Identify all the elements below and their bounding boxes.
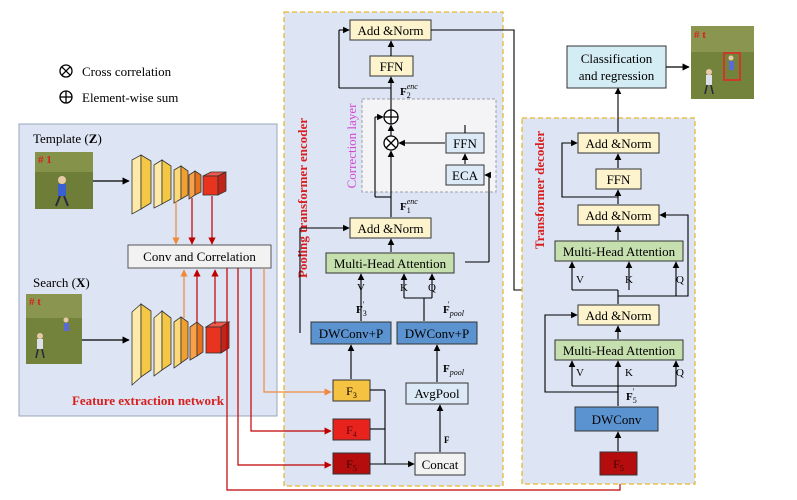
search-backbone: [131, 303, 231, 386]
template-frame-tag: # 1: [38, 154, 52, 166]
svg-text:Add &Norm: Add &Norm: [585, 308, 651, 323]
template-backbone: [131, 154, 227, 215]
f2-enc-label: F2enc: [400, 82, 418, 100]
classification-box: [566, 45, 667, 89]
encoder-dwconv-left: [310, 321, 392, 345]
f-concat-label: F: [444, 435, 450, 445]
svg-text:F5: F5: [346, 457, 357, 473]
correction-eca: [445, 164, 485, 186]
decoder-top-v: V: [576, 274, 584, 286]
feature-extraction-panel: Template (Z) # 1 C: [18, 123, 278, 417]
svg-text:Add &Norm: Add &Norm: [357, 221, 423, 236]
output-section: Classification and regression # t: [566, 26, 754, 99]
encoder-avgpool: [405, 382, 469, 405]
encoder-panel: Pooling transformer encoder Correction l…: [283, 11, 504, 487]
output-image: # t: [691, 26, 754, 99]
encoder-concat: [414, 452, 466, 476]
svg-text:Add &Norm: Add &Norm: [357, 23, 423, 38]
svg-text:DWConv+P: DWConv+P: [319, 326, 383, 341]
f3-prime-label: F3': [356, 300, 367, 318]
svg-text:FFN: FFN: [607, 172, 631, 187]
correction-layer-title: Correction layer: [344, 103, 359, 188]
decoder-dwconv: [574, 406, 659, 432]
decoder-add-norm-3: [577, 304, 660, 326]
decoder-ffn: [595, 168, 642, 190]
decoder-top-q: Q: [676, 274, 684, 286]
svg-text:Multi-Head Attention: Multi-Head Attention: [563, 244, 676, 259]
svg-text:FFN: FFN: [453, 136, 477, 151]
svg-text:F4: F4: [346, 423, 357, 439]
tracking-bbox: [723, 52, 741, 81]
svg-text:Multi-Head Attention: Multi-Head Attention: [334, 256, 447, 271]
decoder-bottom-v: V: [576, 367, 584, 379]
classification-line2: and regression: [579, 68, 655, 83]
search-frame-tag: # t: [29, 296, 41, 308]
search-image: # t: [26, 294, 82, 364]
svg-text:ECA: ECA: [452, 168, 479, 183]
svg-text:DWConv+P: DWConv+P: [405, 326, 469, 341]
svg-text:F3: F3: [346, 384, 357, 400]
legend-cross-correlation: Cross correlation: [82, 64, 172, 79]
decoder-panel: Transformer decoder Add &Norm FFN Add &N…: [521, 87, 696, 485]
legend-element-sum: Element-wise sum: [82, 90, 178, 105]
svg-text:Add &Norm: Add &Norm: [585, 208, 651, 223]
decoder-title: Transformer decoder: [532, 131, 547, 250]
svg-text:Multi-Head Attention: Multi-Head Attention: [563, 343, 676, 358]
encoder-title: Pooling transformer encoder: [295, 118, 310, 278]
decoder-add-norm-1: [577, 132, 660, 154]
svg-text:AvgPool: AvgPool: [414, 386, 460, 401]
decoder-mha-top: [554, 240, 684, 262]
output-frame-tag: # t: [694, 29, 706, 41]
f1-enc-label: F1enc: [400, 197, 418, 215]
svg-text:Add &Norm: Add &Norm: [585, 136, 651, 151]
decoder-f5-box: [599, 451, 638, 476]
feature-extraction-title: Feature extraction network: [72, 393, 225, 408]
classification-line1: Classification: [581, 51, 653, 66]
svg-text:F5: F5: [613, 457, 624, 473]
conv-correlation-label: Conv and Correlation: [143, 249, 256, 264]
svg-text:Concat: Concat: [422, 457, 459, 472]
decoder-bottom-q: Q: [676, 367, 684, 379]
template-image: # 1: [35, 152, 93, 209]
f-pool-label: Fpool: [443, 363, 465, 377]
decoder-mha-bottom: [554, 339, 684, 361]
search-label: Search (X): [33, 275, 90, 290]
conv-correlation-box: [127, 244, 272, 269]
template-label: Template (Z): [33, 131, 102, 146]
f5-prime-label: F5': [626, 387, 637, 405]
f-pool-prime-label: Fpool': [443, 300, 465, 318]
svg-text:DWConv: DWConv: [592, 412, 642, 427]
legend: Cross correlation Element-wise sum: [59, 64, 178, 105]
decoder-add-norm-2: [577, 204, 660, 226]
encoder-dwconv-right: [396, 321, 478, 345]
encoder-mha: [325, 252, 455, 274]
decoder-bottom-k: K: [625, 367, 633, 379]
svg-text:FFN: FFN: [380, 59, 404, 74]
encoder-add-norm-mid: [349, 217, 432, 239]
